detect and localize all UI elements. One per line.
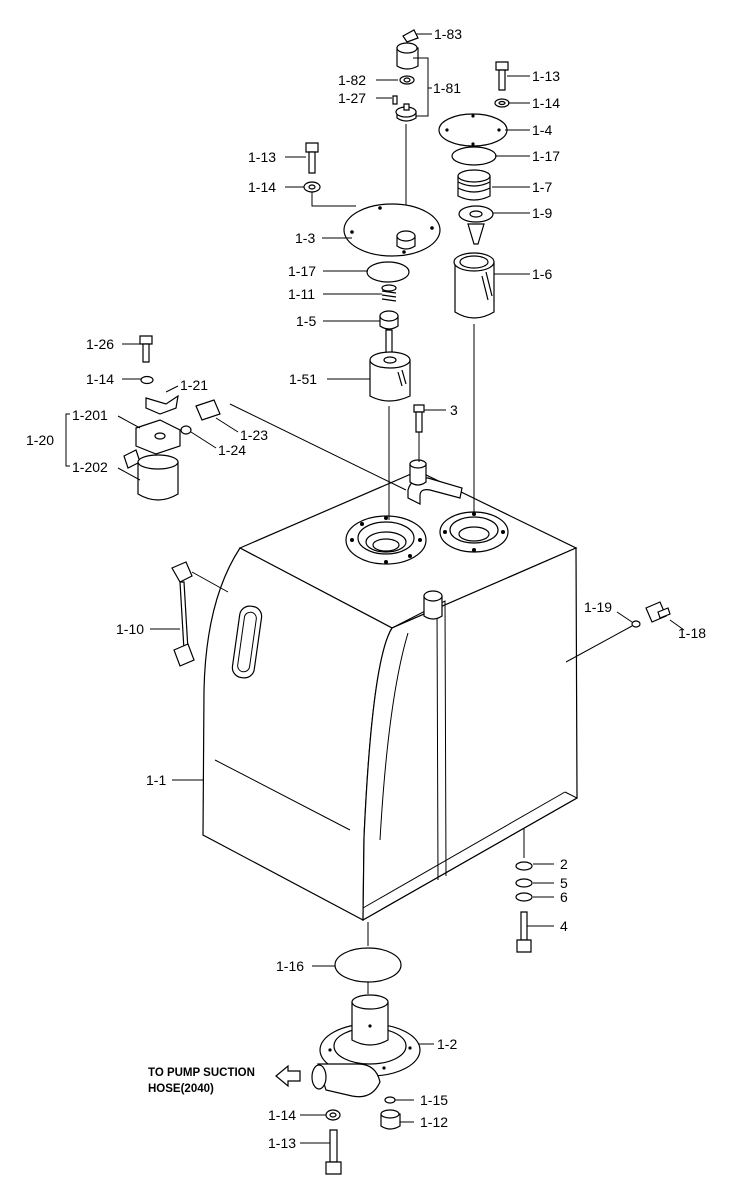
label-1-23: 1-23 xyxy=(240,427,268,443)
part-labels: 1-83 1-82 1-81 1-27 1-13 1-14 1-4 1-17 1… xyxy=(26,26,706,1151)
label-1-14-top: 1-14 xyxy=(532,95,560,111)
plug-1-12 xyxy=(380,1109,401,1130)
label-1-4: 1-4 xyxy=(532,122,552,138)
label-1-51: 1-51 xyxy=(289,371,317,387)
label-1-20: 1-20 xyxy=(26,432,54,448)
screw-1-27 xyxy=(392,95,398,105)
note-line-2: HOSE(2040) xyxy=(148,1083,214,1095)
cover-1-4 xyxy=(438,113,508,147)
label-1-3: 1-3 xyxy=(295,230,315,246)
filter-cartridge-1-202 xyxy=(137,454,179,501)
hydraulic-tank xyxy=(202,403,579,922)
filter-element-1-51 xyxy=(369,351,411,402)
spring-1-11 xyxy=(381,284,397,302)
label-2: 2 xyxy=(560,856,568,872)
label-5: 5 xyxy=(560,875,568,891)
sensor-1-18 xyxy=(645,601,671,623)
label-1-14-left: 1-14 xyxy=(86,371,114,387)
label-1-11: 1-11 xyxy=(288,286,315,302)
label-1-13-top: 1-13 xyxy=(532,68,560,84)
label-1-14-mid: 1-14 xyxy=(248,179,276,195)
label-1-83: 1-83 xyxy=(434,26,462,42)
o-ring-1-17-right xyxy=(451,146,497,166)
breather-cap-1-83 xyxy=(402,29,419,43)
bolt-3 xyxy=(413,404,425,433)
label-1-6: 1-6 xyxy=(532,266,552,282)
suction-pipe-1-2 xyxy=(311,994,421,1098)
arrow-left-icon xyxy=(275,1064,301,1088)
label-1-5: 1-5 xyxy=(296,313,316,329)
label-1-2: 1-2 xyxy=(437,1036,457,1052)
label-3: 3 xyxy=(450,402,458,418)
bolt-1-26 xyxy=(139,335,153,363)
washer-1-14-filter xyxy=(140,375,154,385)
washer-1-14-left xyxy=(303,181,321,193)
bracket-1-21 xyxy=(145,394,179,415)
adapter-1-23 xyxy=(195,399,221,421)
label-1-13-bottom: 1-13 xyxy=(268,1135,296,1151)
label-4: 4 xyxy=(560,918,568,934)
label-6: 6 xyxy=(560,889,568,905)
label-1-14-bottom: 1-14 xyxy=(268,1107,296,1123)
label-1-9: 1-9 xyxy=(532,205,552,221)
level-gauge-1-10 xyxy=(171,561,195,667)
washer-5 xyxy=(515,878,533,888)
bolt-1-13-right xyxy=(495,61,509,91)
bolt-1-13-bottom xyxy=(325,1129,342,1175)
label-1-18: 1-18 xyxy=(678,625,706,641)
cover-plate-1-3 xyxy=(343,203,441,257)
label-1-27: 1-27 xyxy=(338,90,366,106)
label-1-82: 1-82 xyxy=(338,72,366,88)
label-1-81: 1-81 xyxy=(433,80,461,96)
label-1-19: 1-19 xyxy=(584,599,612,615)
label-1-1: 1-1 xyxy=(146,772,166,788)
label-1-24: 1-24 xyxy=(218,442,246,458)
filter-element-1-6 xyxy=(453,252,495,319)
label-1-26: 1-26 xyxy=(86,336,114,352)
washer-1-14-right xyxy=(494,98,510,108)
breather-assembly-1-81 xyxy=(395,42,419,122)
bolt-1-13-left xyxy=(305,142,319,174)
note-line-1: TO PUMP SUCTION xyxy=(148,1067,255,1079)
washer-2 xyxy=(515,861,533,871)
o-ring-1-19 xyxy=(631,620,641,628)
filter-head-1-201 xyxy=(123,419,181,469)
gasket-1-16 xyxy=(334,947,402,983)
washer-6 xyxy=(515,892,533,902)
pump-suction-note: TO PUMP SUCTION HOSE(2040) xyxy=(148,1067,255,1095)
label-1-16: 1-16 xyxy=(276,958,304,974)
o-ring-1-17-left xyxy=(366,261,410,283)
label-1-15: 1-15 xyxy=(420,1092,448,1108)
label-1-17-mid: 1-17 xyxy=(288,263,316,279)
label-1-12: 1-12 xyxy=(420,1114,448,1130)
label-1-13-mid: 1-13 xyxy=(248,149,276,165)
label-1-202: 1-202 xyxy=(72,459,108,475)
bolt-4 xyxy=(516,911,532,953)
o-ring-1-24 xyxy=(180,425,192,435)
spring-1-7 xyxy=(457,169,491,201)
o-ring-1-15 xyxy=(384,1096,396,1104)
leader-lines xyxy=(117,33,685,1144)
label-1-17-top: 1-17 xyxy=(532,148,560,164)
valve-1-9 xyxy=(458,205,494,245)
label-1-21: 1-21 xyxy=(180,377,208,393)
label-1-10: 1-10 xyxy=(116,621,144,637)
label-1-7: 1-7 xyxy=(532,179,552,195)
washer-1-14-bottom xyxy=(325,1109,341,1121)
label-1-201: 1-201 xyxy=(72,407,108,423)
